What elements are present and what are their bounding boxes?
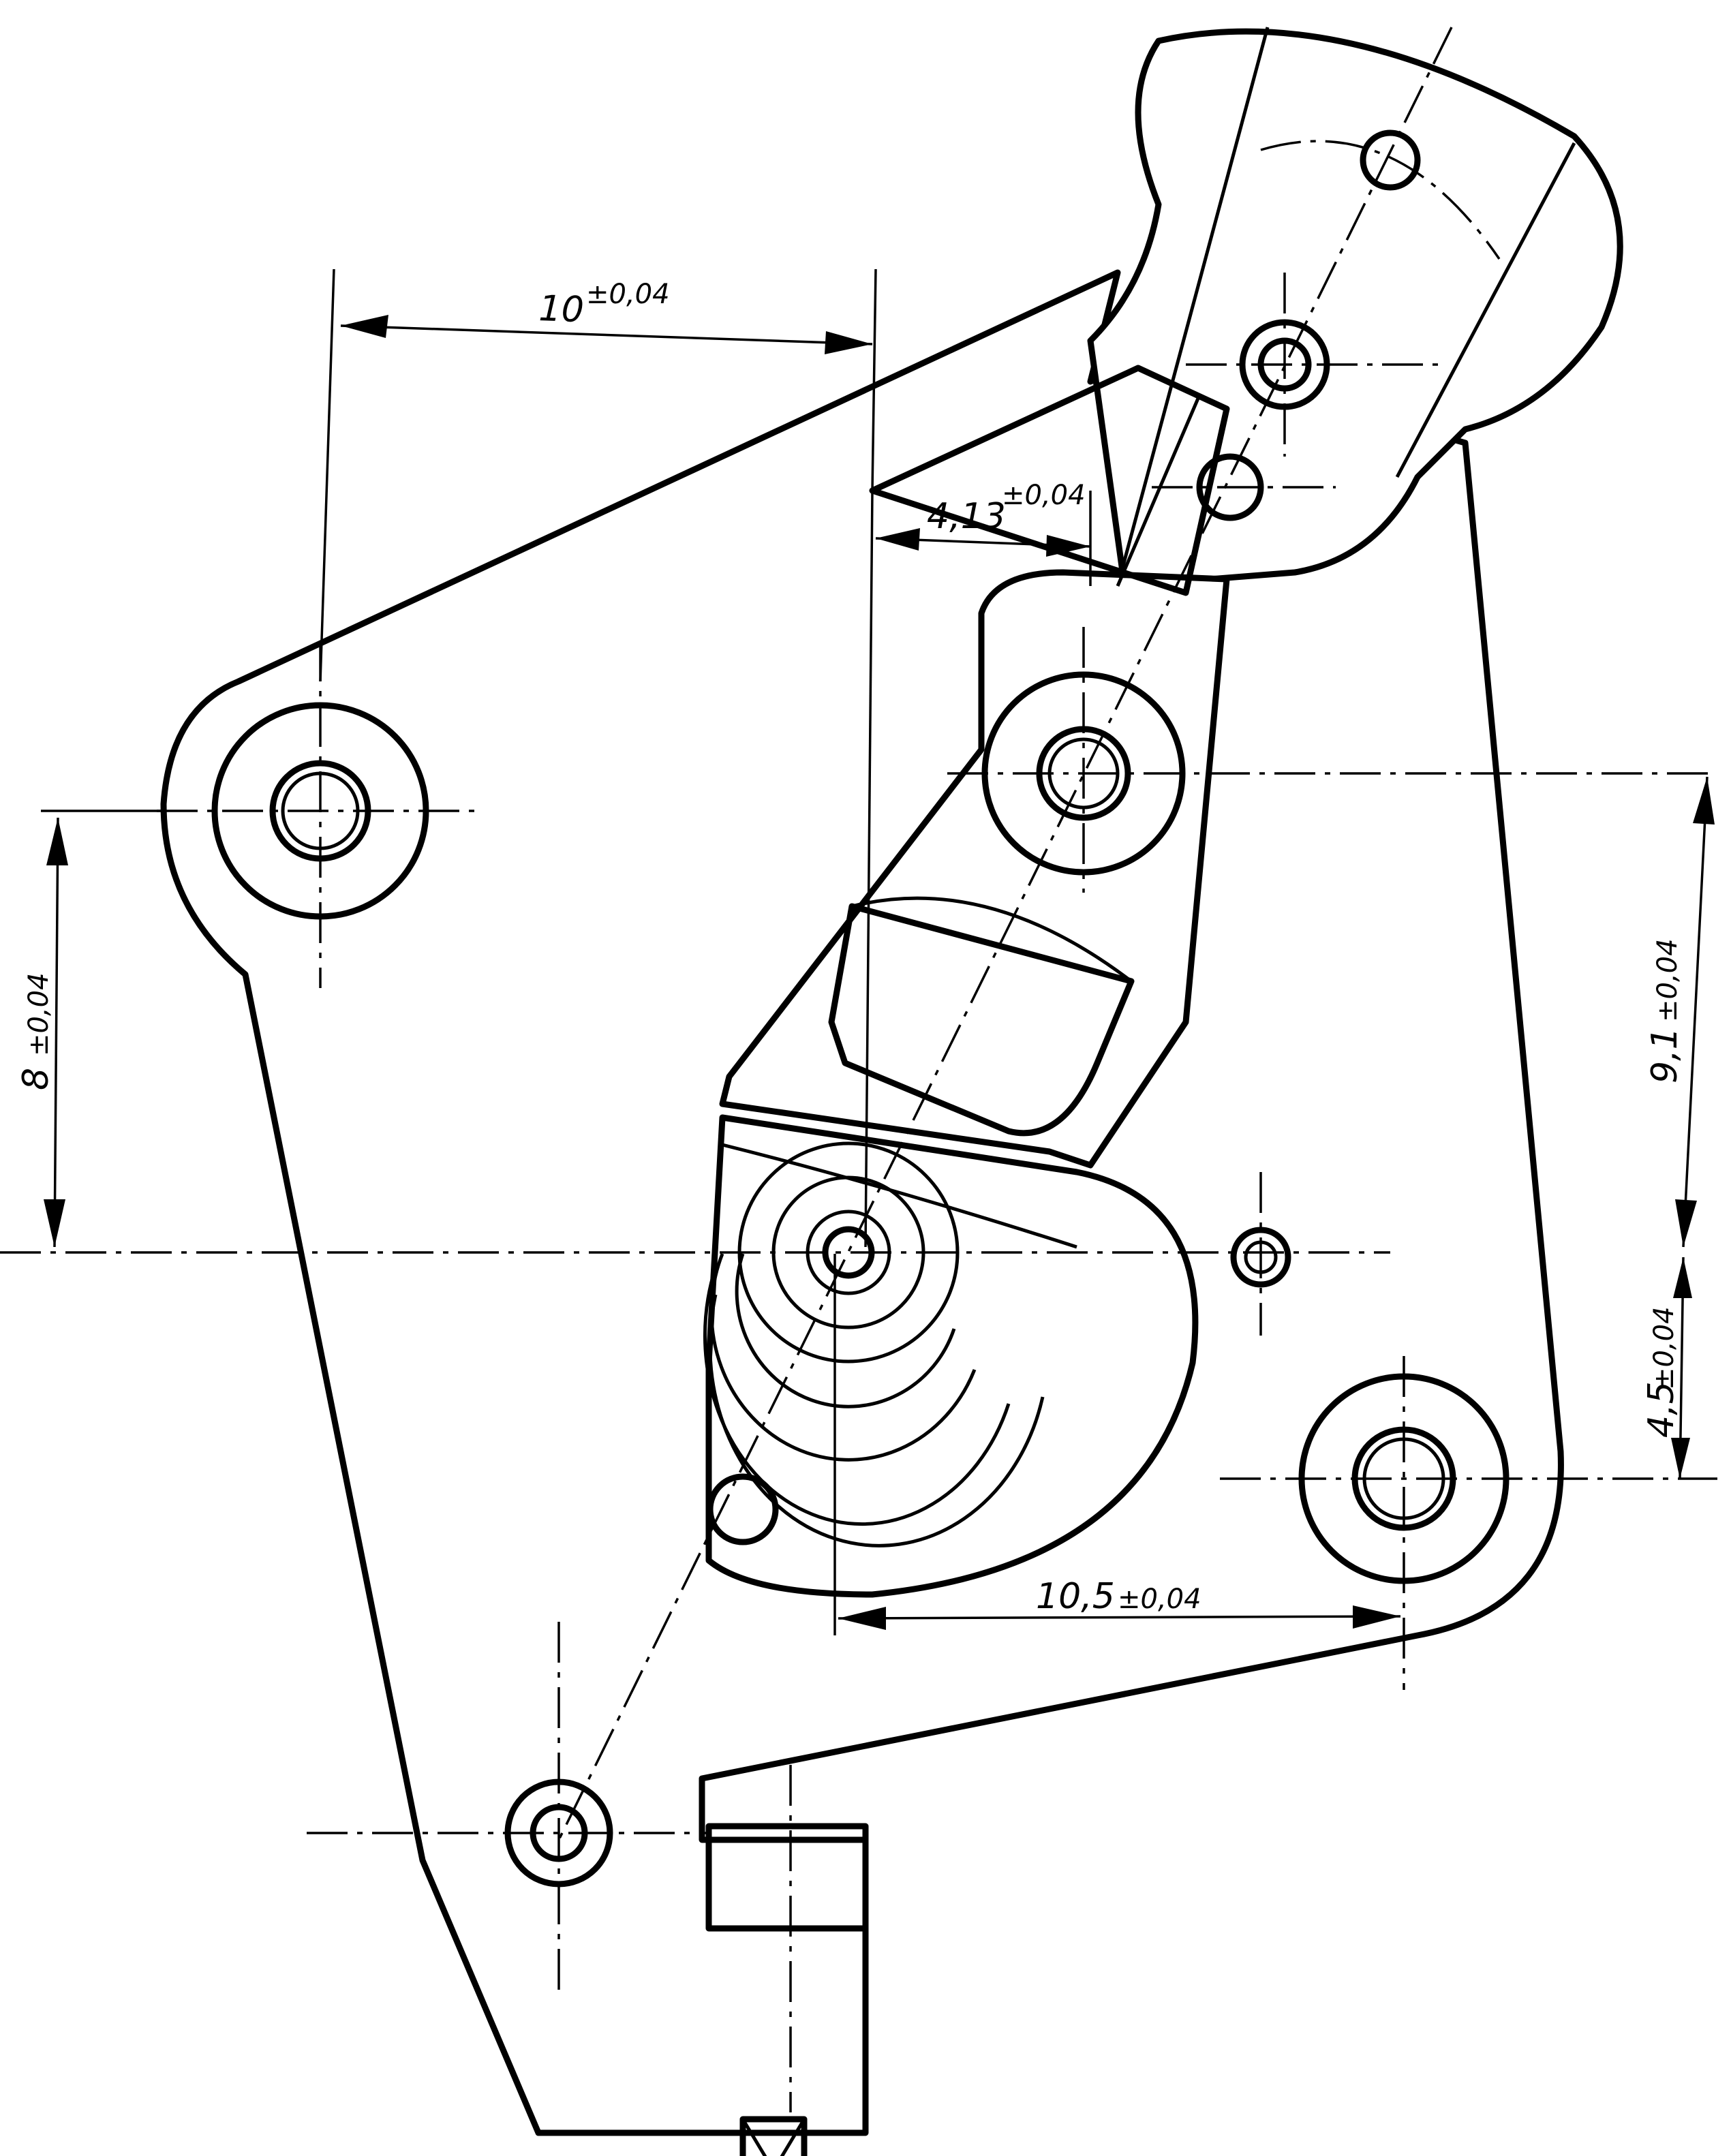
dim-4-5-value: 4,5 [1641, 1381, 1682, 1438]
dim-9-1-tolerance: ±0,04 [1652, 938, 1683, 1022]
dim-10-tolerance: ±0,04 [586, 279, 670, 310]
dimension-8: 8 ±0,04 [16, 810, 164, 1248]
dim-4-13-tolerance: ±0,04 [1002, 480, 1086, 511]
dimension-4-13: 4,13 ±0,04 [864, 480, 1092, 1248]
sector-cam [705, 1114, 1199, 1598]
dimension-9-1: 9,1 ±0,04 [1644, 776, 1715, 1248]
hole-slot-end [1196, 453, 1264, 521]
hole-fan-upper [1360, 129, 1421, 191]
dimension-10-5: 10,5 ±0,04 [833, 1254, 1401, 1635]
dim-8-tolerance: ±0,04 [23, 972, 55, 1056]
link-strip [869, 365, 1230, 596]
diagonal-arm [719, 569, 1230, 1169]
center-lines [0, 27, 1717, 2112]
dim-10-5-tolerance: ±0,04 [1118, 1584, 1201, 1615]
dim-8-value: 8 [16, 1068, 57, 1090]
dim-10-5-value: 10,5 [1036, 1576, 1115, 1617]
dim-4-13-value: 4,13 [927, 496, 1006, 537]
dim-10-value: 10 [538, 288, 585, 330]
dim-9-1-value: 9,1 [1644, 1027, 1685, 1083]
screw-block [705, 1823, 869, 2156]
dim-4-5-tolerance: ±0,04 [1649, 1306, 1680, 1390]
dimension-4-5: 4,5 ±0,04 [1641, 1257, 1692, 1479]
hole-pin-lower [707, 1473, 779, 1545]
fan-head [1087, 27, 1623, 589]
dimension-10: 10 ±0,04 [319, 268, 877, 682]
base-plate [160, 269, 1564, 2136]
